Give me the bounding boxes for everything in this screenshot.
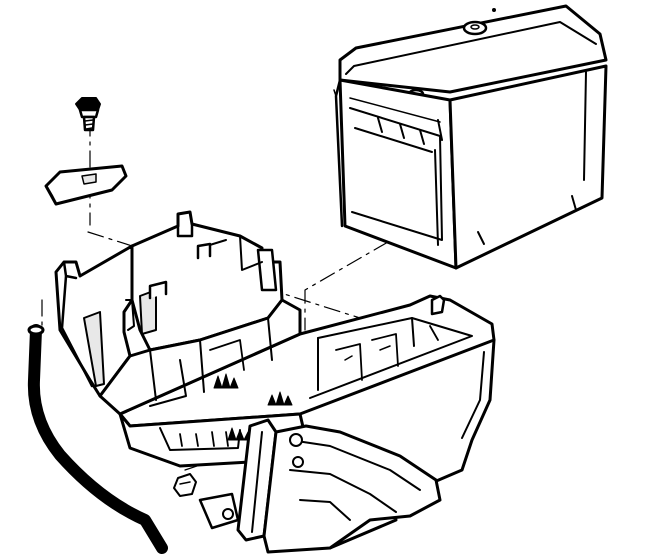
hold-down-retainer xyxy=(44,164,128,206)
hold-down-bolt xyxy=(75,97,101,132)
battery xyxy=(333,4,608,270)
battery-tray xyxy=(118,294,496,554)
battery-support-bracket xyxy=(54,210,302,416)
battery-cable xyxy=(27,324,168,554)
